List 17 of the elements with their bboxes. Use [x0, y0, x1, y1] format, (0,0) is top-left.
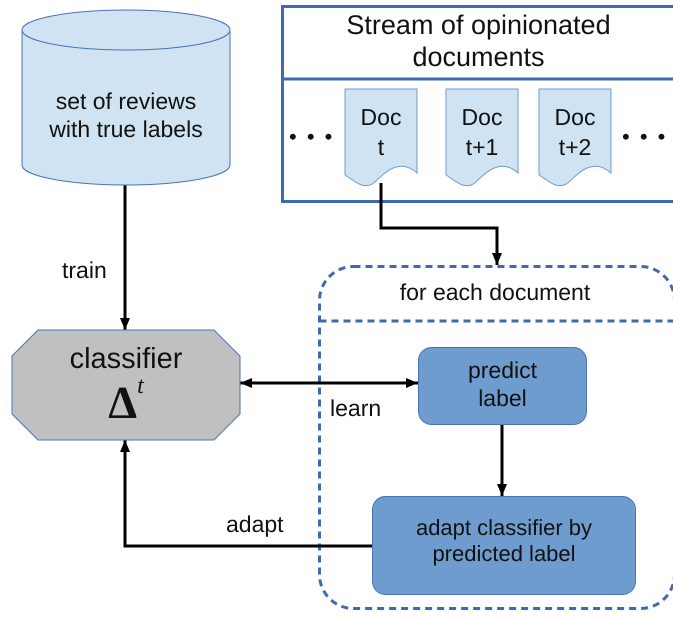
document-label: Doc t: [360, 103, 402, 162]
arrow: [380, 183, 502, 265]
process-label: adapt classifier by predicted label: [414, 515, 594, 568]
cylinder-label: set of reviews with true labels: [48, 88, 204, 144]
classifier-symbol: Δ$^{t}$: [107, 380, 146, 426]
ellipsis: • • •: [622, 124, 668, 150]
ellipsis: • • •: [289, 124, 334, 150]
document-label: Doc t+1: [460, 103, 504, 162]
region-heading: for each document: [398, 279, 592, 307]
panel-heading: Stream of opinionated documents: [345, 9, 612, 74]
arrow: [120, 185, 130, 330]
arrow: [240, 378, 418, 388]
classifier-label: classifier: [68, 342, 184, 377]
arrow: [497, 425, 507, 496]
arrow: [120, 440, 372, 548]
document-label: Doc t+2: [554, 103, 596, 162]
process-label: predict label: [466, 357, 538, 412]
